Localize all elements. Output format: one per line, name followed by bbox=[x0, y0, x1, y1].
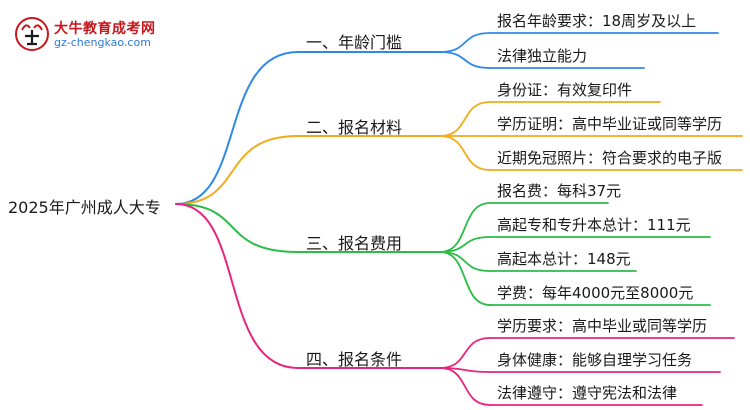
watermark-title: 大牛教育成考网 bbox=[54, 21, 156, 37]
branch-connector bbox=[175, 203, 299, 369]
leaf-legal-capacity: 法律独立能力 bbox=[497, 47, 588, 65]
bull-logo-icon bbox=[15, 17, 49, 51]
leaf-registration-fee: 报名费：每科37元 bbox=[497, 182, 622, 200]
leaf-health: 身体健康：能够自理学习任务 bbox=[497, 351, 693, 369]
leaf-photo: 近期免冠照片：符合要求的电子版 bbox=[497, 149, 723, 167]
leaf-connector bbox=[439, 251, 491, 272]
watermark-url: gz-chengkao.com bbox=[54, 36, 151, 49]
branch-connector bbox=[175, 51, 299, 205]
leaf-connector bbox=[439, 202, 491, 253]
leaf-connector bbox=[439, 32, 491, 53]
leaf-connector bbox=[439, 51, 491, 69]
root-topic: 2025年广州成人大专 bbox=[8, 198, 161, 217]
leaf-total-fee-bachelor: 高起本总计：148元 bbox=[497, 250, 631, 268]
leaf-id-card: 身份证：有效复印件 bbox=[497, 81, 633, 99]
leaf-law-compliance: 法律遵守：遵守宪法和法律 bbox=[497, 384, 678, 402]
leaf-connector bbox=[439, 367, 491, 406]
leaf-connector bbox=[439, 337, 491, 369]
leaf-total-fee-junior: 高起专和专升本总计：111元 bbox=[497, 216, 691, 234]
leaf-tuition: 学费：每年4000元至8000元 bbox=[497, 284, 694, 302]
leaf-education-certificate: 学历证明：高中毕业证或同等学历 bbox=[497, 115, 723, 133]
leaf-connector bbox=[439, 135, 491, 171]
branch-connector bbox=[175, 135, 299, 205]
branch-age-threshold: 一、年龄门槛 bbox=[306, 33, 403, 52]
branch-application-fees: 三、报名费用 bbox=[306, 234, 403, 253]
leaf-education-requirement: 学历要求：高中毕业或同等学历 bbox=[497, 317, 708, 335]
branch-application-materials: 二、报名材料 bbox=[306, 118, 403, 137]
branch-connector bbox=[175, 203, 299, 253]
leaf-connector bbox=[439, 236, 491, 253]
leaf-connector bbox=[439, 251, 491, 306]
branch-application-conditions: 四、报名条件 bbox=[306, 350, 403, 369]
leaf-connector bbox=[439, 101, 491, 137]
leaf-age-requirement: 报名年龄要求：18周岁及以上 bbox=[497, 12, 697, 30]
watermark-logo: 大牛教育成考网 gz-chengkao.com bbox=[14, 14, 184, 54]
